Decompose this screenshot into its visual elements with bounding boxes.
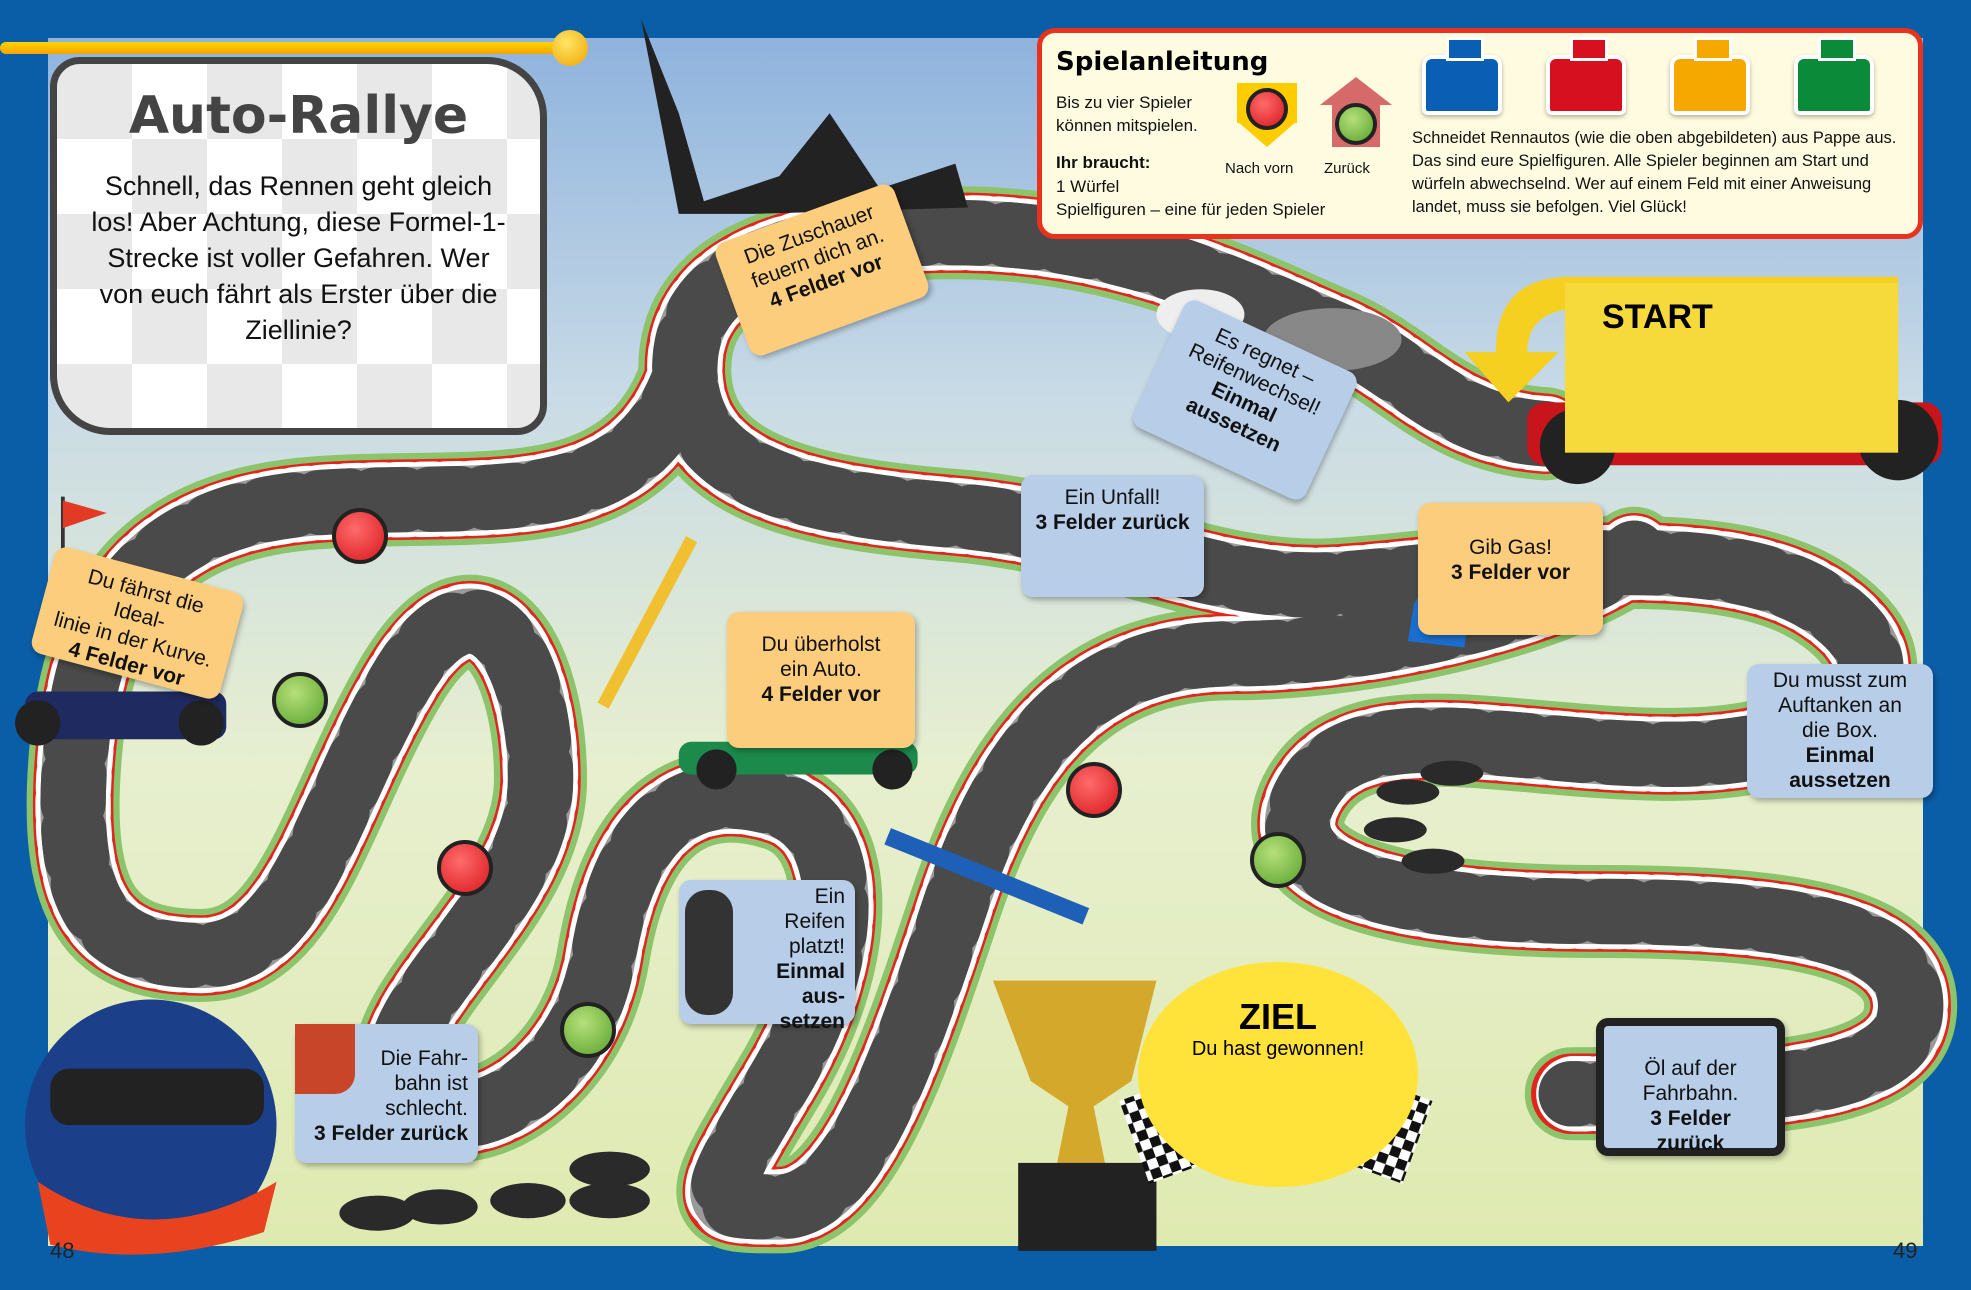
field-fahrbahn: Die Fahr- bahn ist schlecht. 3 Felder zu… [295, 1024, 478, 1163]
field-instruction: setzen [779, 1010, 845, 1033]
field-text: Ein Reifen [784, 885, 845, 933]
flag-icon [295, 1024, 355, 1094]
helmet-icon [25, 999, 277, 1255]
field-text: Du überholst [761, 633, 881, 656]
field-instruction: aus- [801, 985, 845, 1008]
ramp-icon [884, 828, 1090, 925]
trophy-icon [993, 980, 1157, 1251]
start-label: START [1602, 298, 1713, 336]
page-number-right: 49 [1893, 1238, 1918, 1263]
intro-text: Schnell, das Rennen geht gleich los! Abe… [91, 171, 506, 345]
field-text: Fahrbahn. [1642, 1082, 1739, 1105]
forward-light-icon [332, 508, 388, 564]
instructions-heading: Spielanleitung [1056, 47, 1269, 77]
title-flag: Auto-Rallye Schnell, das Rennen geht gle… [50, 57, 547, 435]
field-instruction: Einmal [1805, 744, 1875, 767]
need-dice: 1 Würfel [1056, 177, 1120, 196]
crowd-silhouette [641, 19, 968, 214]
field-unfall: Ein Unfall! 3 Felder zurück [1021, 475, 1204, 597]
instructions-panel: Spielanleitung Bis zu vier Spieler könne… [1037, 28, 1923, 239]
field-instruction: 3 Felder zurück [1650, 1107, 1731, 1155]
field-instruction: aussetzen [1789, 769, 1891, 792]
page-title: Auto-Rallye [128, 86, 469, 146]
green-car-piece-icon [1794, 37, 1874, 115]
field-ueberholt: Du überholst ein Auto. 4 Felder vor [727, 612, 915, 748]
yellow-car-piece-icon [1670, 37, 1750, 115]
field-text: Du musst zum [1772, 669, 1908, 692]
forward-light-icon [1066, 762, 1122, 818]
rules-text: Schneidet Rennautos (wie die oben abgebi… [1412, 129, 1897, 216]
field-text: bahn ist [394, 1072, 468, 1095]
back-light-icon [560, 1002, 616, 1058]
need-pieces: Spielfiguren – eine für jeden Spieler [1056, 200, 1326, 219]
field-text: Auftanken an [1778, 694, 1902, 717]
need-label: Ihr braucht: [1056, 153, 1151, 172]
back-arrow-tip-icon [1320, 77, 1392, 105]
tire-icon [685, 890, 733, 1015]
back-light-icon [1250, 832, 1306, 888]
blue-car-piece-icon [1422, 37, 1502, 115]
back-label: Zurück [1324, 160, 1370, 177]
field-oel: Öl auf der Fahrbahn. 3 Felder zurück [1596, 1018, 1785, 1156]
field-instruction: 3 Felder zurück [313, 1122, 468, 1145]
race-car-icon [678, 741, 918, 790]
players-text: Bis zu vier Spieler können mitspielen. [1056, 93, 1198, 135]
finish-subtitle: Du hast gewonnen! [1191, 1038, 1365, 1060]
field-box: Du musst zum Auftanken an die Box. Einma… [1747, 664, 1933, 798]
field-reifen: Ein Reifen platzt! Einmal aus- setzen [679, 880, 855, 1033]
red-light-icon [1246, 88, 1288, 130]
page-number-left: 48 [50, 1238, 75, 1263]
top-bar [0, 42, 570, 54]
field-text: die Box. [1802, 719, 1878, 742]
field-text: platzt! [788, 935, 845, 958]
field-instruction: Einmal [776, 960, 845, 983]
race-car-icon [15, 691, 227, 746]
back-light-icon [272, 672, 328, 728]
green-light-icon [1335, 103, 1377, 145]
forward-light-icon [437, 840, 493, 896]
finish-field: ZIEL Du hast gewonnen! [1138, 962, 1418, 1187]
finish-title: ZIEL [1239, 996, 1317, 1037]
field-text: Gib Gas! [1469, 536, 1552, 559]
field-gibgas: Gib Gas! 3 Felder vor [1418, 503, 1603, 635]
start-panel [1564, 282, 1899, 453]
field-instruction: 4 Felder vor [761, 683, 881, 706]
field-instruction: 3 Felder zurück [1035, 511, 1190, 534]
forward-label: Nach vorn [1225, 160, 1294, 177]
field-text: schlecht. [385, 1097, 468, 1120]
top-knob [552, 30, 588, 66]
red-car-piece-icon [1546, 37, 1626, 115]
field-text: ein Auto. [780, 658, 862, 681]
tire-stack-icon [339, 760, 1484, 1231]
field-text: Die Fahr- [380, 1047, 468, 1070]
field-text: Ein Unfall! [1064, 486, 1161, 509]
field-text: Öl auf der [1644, 1057, 1737, 1080]
field-instruction: 3 Felder vor [1450, 561, 1571, 584]
barrier-icon [597, 536, 698, 709]
